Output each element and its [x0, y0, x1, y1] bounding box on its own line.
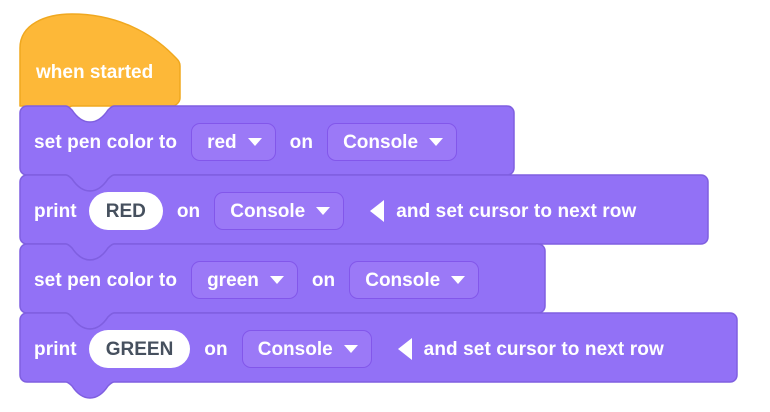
pen-color-value: red	[207, 131, 237, 153]
target-value: Console	[365, 269, 441, 291]
pen-color-dropdown-red[interactable]: red	[191, 123, 276, 161]
target-dropdown-console[interactable]: Console	[241, 330, 372, 368]
block-print-red[interactable]: print RED on Console and set cursor to n…	[34, 187, 636, 235]
hat-block-when-started[interactable]: when started	[36, 52, 153, 92]
set-pen-color-label: set pen color to	[34, 269, 178, 291]
block-set-pen-color-red[interactable]: set pen color to red on Console	[34, 118, 458, 166]
on-label: on	[204, 338, 228, 360]
pen-color-value: green	[207, 269, 259, 291]
target-dropdown-console[interactable]: Console	[214, 192, 345, 230]
print-text-value: GREEN	[105, 338, 174, 360]
cursor-next-row-label: and set cursor to next row	[396, 200, 637, 222]
chevron-down-icon	[247, 138, 262, 146]
target-value: Console	[230, 200, 306, 222]
target-value: Console	[343, 131, 419, 153]
chevron-down-icon	[269, 276, 284, 284]
print-label: print	[34, 338, 77, 360]
pen-color-dropdown-green[interactable]: green	[191, 261, 298, 299]
print-label: print	[34, 200, 77, 222]
target-dropdown-console[interactable]: Console	[327, 123, 458, 161]
on-label: on	[311, 269, 336, 291]
target-dropdown-console[interactable]: Console	[349, 261, 480, 299]
block-print-green[interactable]: print GREEN on Console and set cursor to…	[34, 325, 664, 373]
print-text-input-red[interactable]: RED	[88, 192, 163, 230]
chevron-down-icon	[451, 276, 466, 284]
print-text-input-green[interactable]: GREEN	[88, 330, 191, 368]
chevron-down-icon	[343, 345, 358, 353]
hat-block-label: when started	[36, 61, 154, 83]
target-value: Console	[257, 338, 333, 360]
on-label: on	[289, 131, 314, 153]
chevron-down-icon	[429, 138, 444, 146]
triangle-left-icon	[370, 200, 385, 222]
block-set-pen-color-green[interactable]: set pen color to green on Console	[34, 256, 480, 304]
triangle-left-icon	[397, 338, 412, 360]
cursor-next-row-label: and set cursor to next row	[423, 338, 664, 360]
chevron-down-icon	[316, 207, 331, 215]
set-pen-color-label: set pen color to	[34, 131, 178, 153]
on-label: on	[176, 200, 201, 222]
print-text-value: RED	[105, 200, 146, 222]
